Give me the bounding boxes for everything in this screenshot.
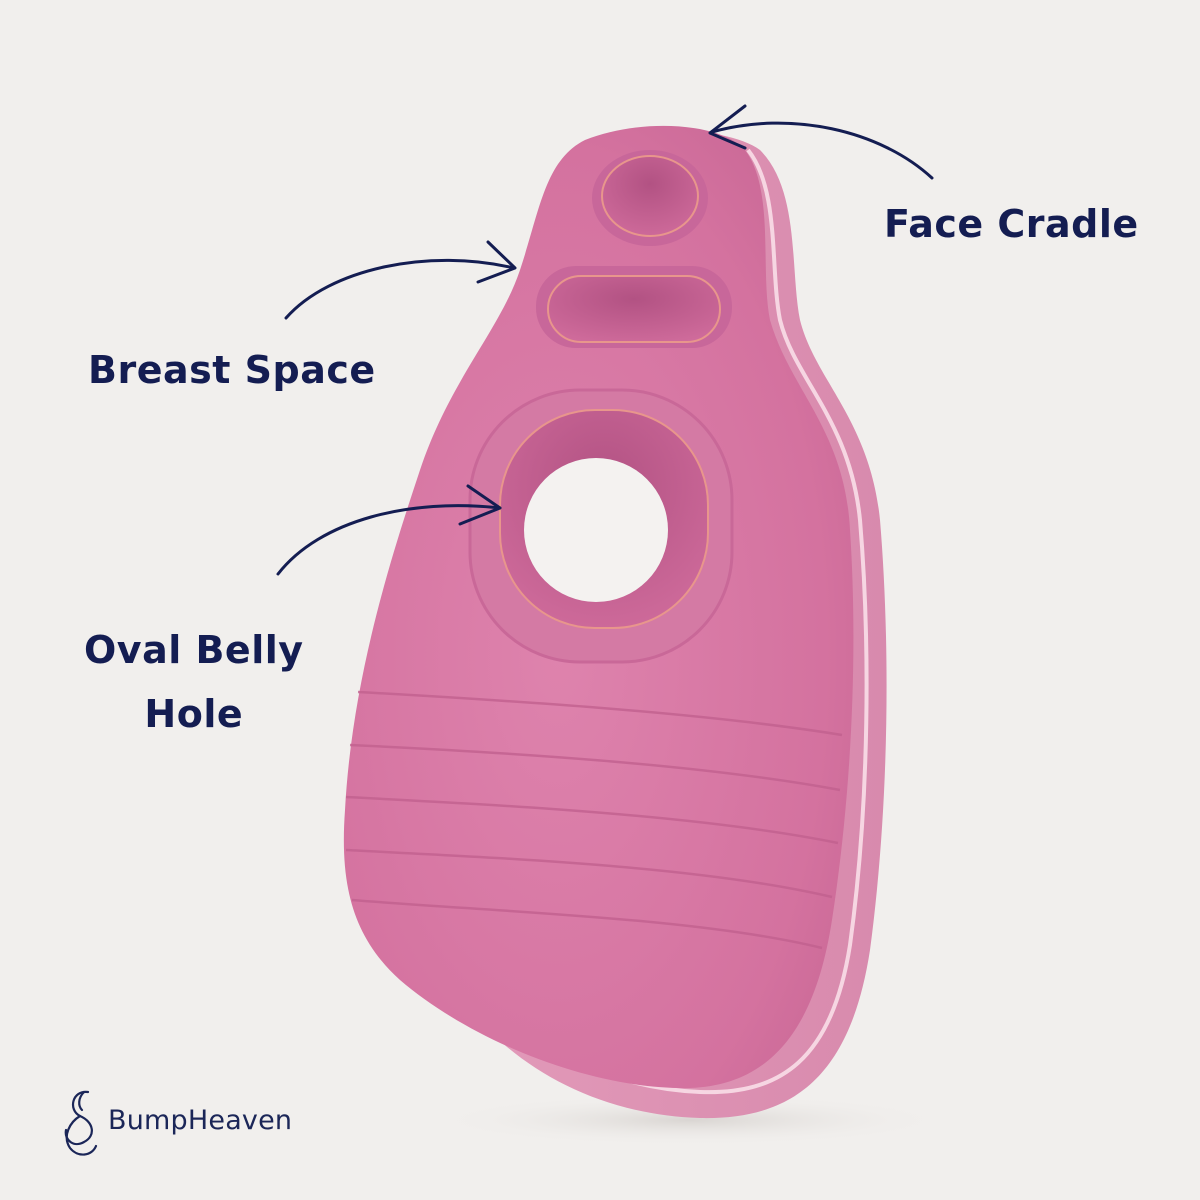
belly-hole-label: Oval Belly Hole bbox=[84, 618, 304, 746]
floor-shadow bbox=[430, 1094, 950, 1146]
face-cradle-hole bbox=[592, 150, 708, 246]
belly-hole-label-line2: Hole bbox=[144, 692, 244, 736]
pillow-piping bbox=[488, 148, 869, 1095]
breast-space-hole bbox=[536, 266, 732, 348]
belly-hole bbox=[468, 388, 734, 664]
quilting-lines bbox=[345, 690, 843, 950]
belly-hole-label-line1: Oval Belly bbox=[84, 628, 304, 672]
breast-space-label: Breast Space bbox=[88, 348, 376, 392]
brand-name: BumpHeaven bbox=[108, 1104, 293, 1136]
arrow-breast-space bbox=[284, 240, 517, 320]
face-cradle-label: Face Cradle bbox=[884, 202, 1139, 246]
brand: BumpHeaven bbox=[58, 1090, 292, 1150]
brand-logo-icon bbox=[64, 1090, 98, 1156]
arrow-face-cradle bbox=[708, 104, 934, 180]
brand-logo-space bbox=[58, 1090, 102, 1150]
arrow-belly-hole bbox=[276, 484, 502, 576]
